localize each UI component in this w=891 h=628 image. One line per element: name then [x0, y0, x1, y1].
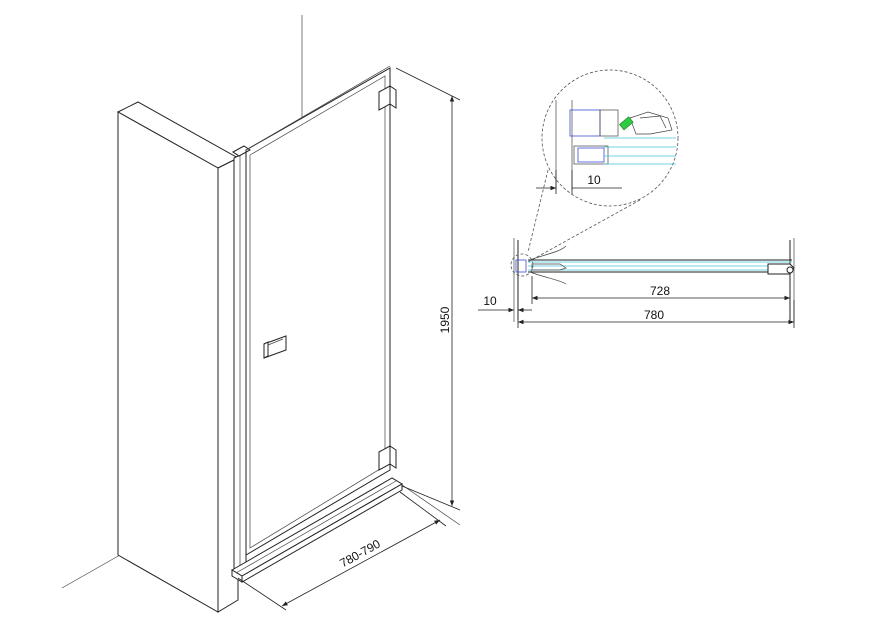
- plan-outer-width-label: 780: [644, 308, 664, 322]
- detail-offset-label: 10: [587, 173, 601, 187]
- plan-detail-marker: [510, 253, 534, 277]
- top-hinge-icon: [378, 85, 397, 111]
- wall-pillar: [116, 101, 240, 613]
- isometric-view: 1950 780-790: [61, 15, 461, 613]
- detail-circle: [541, 69, 679, 207]
- detail-view: [527, 69, 679, 263]
- seal-icon: [619, 116, 634, 131]
- bottom-hinge-icon: [378, 445, 397, 471]
- room-floor-line: [61, 554, 121, 589]
- plan-inner-width-label: 728: [650, 284, 670, 298]
- width-dimension: [237, 491, 447, 611]
- detail-leader-line: [527, 169, 549, 253]
- plan-view: [478, 238, 795, 328]
- door-handle-icon: [263, 335, 287, 359]
- width-range-label: 780-790: [337, 537, 383, 571]
- plan-offset-label: 10: [483, 294, 497, 308]
- height-label: 1950: [438, 306, 452, 333]
- glass-door: [245, 65, 391, 556]
- room-floor-line-right: [391, 477, 461, 526]
- height-dimension: [395, 67, 461, 511]
- wall-profile: [232, 145, 251, 577]
- threshold-profile: [231, 477, 403, 583]
